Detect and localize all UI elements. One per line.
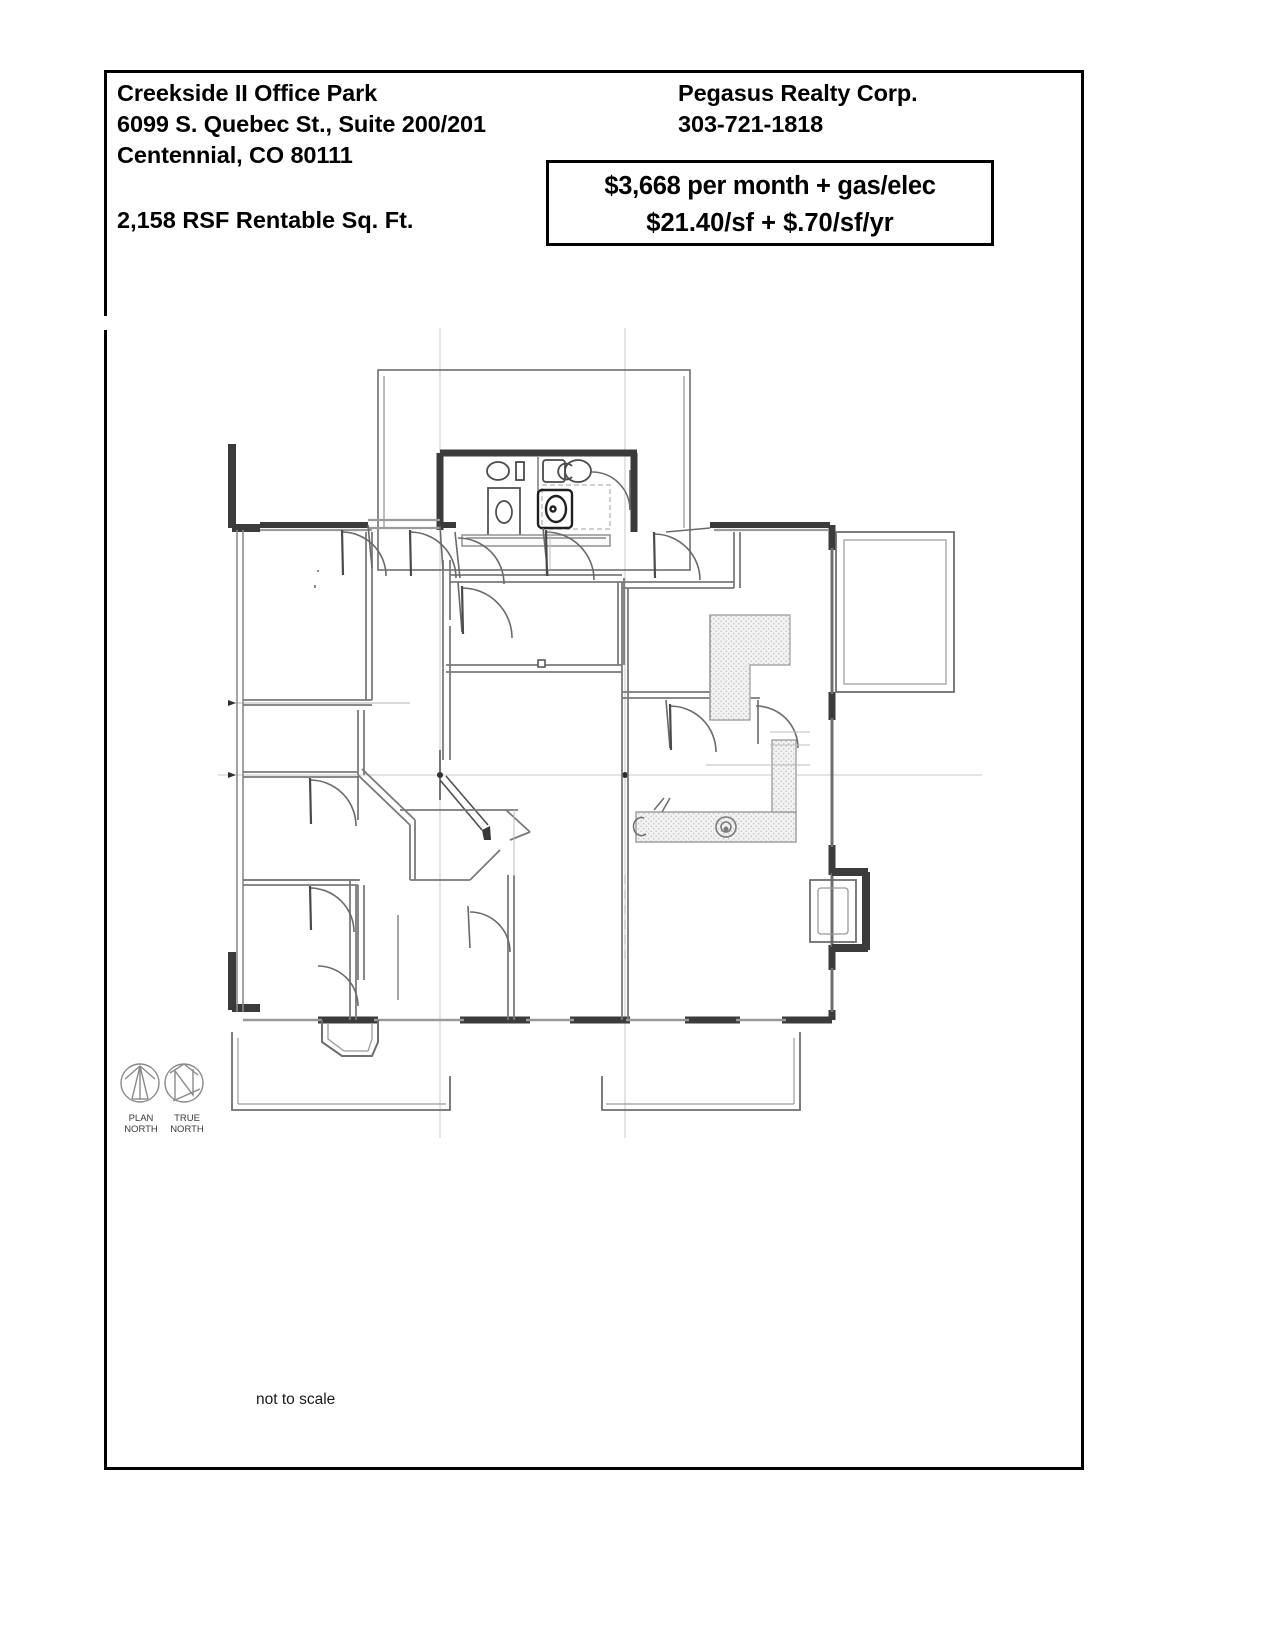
true-north-line2: NORTH (170, 1124, 204, 1135)
price-box: $3,668 per month + gas/elec $21.40/sf + … (546, 160, 994, 246)
page-border (104, 70, 1084, 1470)
true-north-label: TRUE NORTH (166, 1113, 208, 1135)
header-block: Creekside II Office Park Pegasus Realty … (117, 80, 1067, 173)
plan-north-label: PLAN NORTH (120, 1113, 162, 1135)
true-north-line1: TRUE (174, 1113, 200, 1124)
border-gap-artifact (102, 316, 109, 330)
broker-phone: 303-721-1818 (678, 111, 824, 137)
floor-plan-drawing (110, 320, 1010, 1150)
plan-north-icon (120, 1063, 160, 1103)
header-row-2: 6099 S. Quebec St., Suite 200/201 303-72… (117, 111, 1067, 142)
property-name: Creekside II Office Park (117, 80, 378, 106)
header-row-1: Creekside II Office Park Pegasus Realty … (117, 80, 1067, 111)
property-address: 6099 S. Quebec St., Suite 200/201 (117, 111, 486, 137)
broker-name: Pegasus Realty Corp. (678, 80, 918, 106)
property-city-state-zip: Centennial, CO 80111 (117, 142, 353, 168)
rentable-area-text: 2,158 RSF Rentable Sq. Ft. (117, 207, 414, 233)
scale-note: not to scale (256, 1391, 336, 1408)
price-per-sf: $21.40/sf + $.70/sf/yr (646, 209, 894, 237)
plan-north-line1: PLAN (128, 1113, 154, 1124)
price-monthly: $3,668 per month + gas/elec (604, 172, 936, 200)
north-arrow-labels: PLAN NORTH TRUE NORTH (118, 1113, 210, 1135)
north-arrow-block: PLAN NORTH TRUE NORTH (118, 1055, 208, 1150)
plan-north-line2: NORTH (124, 1124, 158, 1135)
header-row-3: Centennial, CO 80111 (117, 142, 1067, 173)
